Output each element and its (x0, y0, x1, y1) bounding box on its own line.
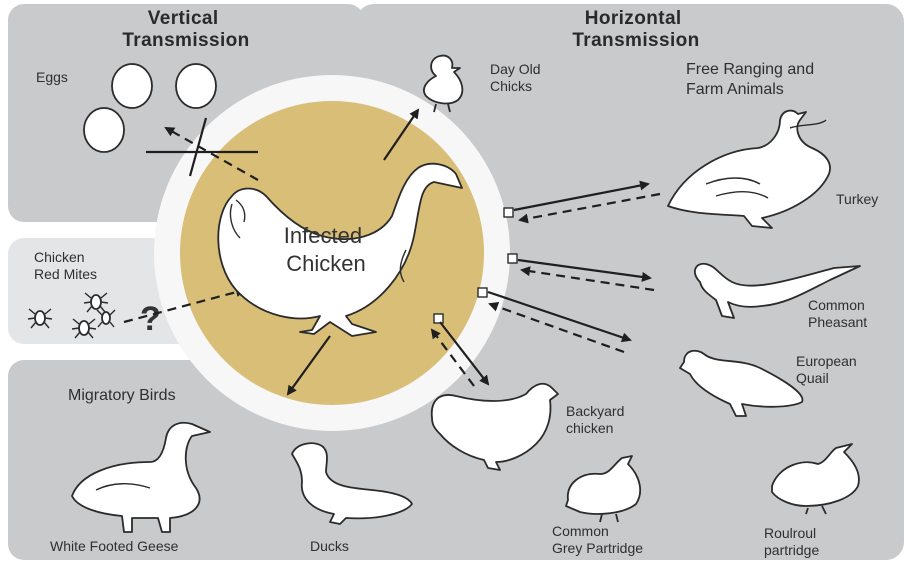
day-old-chicks-line1: Day Old (490, 61, 541, 77)
vertical-header-line2: Transmission (122, 30, 249, 51)
egg-icon (84, 108, 124, 152)
backyard-line2: chicken (566, 420, 613, 436)
day-old-chicks-line2: Chicks (490, 78, 532, 94)
horizontal-header: Horizontal Transmission (572, 8, 699, 51)
roulroul-line1: Roulroul (764, 525, 816, 541)
backyard-connector (434, 314, 443, 323)
center-label-line1: Infected (284, 223, 362, 248)
horizontal-header-line2: Transmission (572, 30, 699, 51)
roulroul-label: Roulroul partridge (764, 525, 820, 558)
unknown-question-mark: ? (140, 300, 161, 338)
quail-line2: Quail (796, 370, 829, 386)
partridge-line2: Grey Partridge (552, 540, 643, 556)
red-mites-label: Chicken Red Mites (34, 249, 97, 282)
pheasant-line2: Pheasant (808, 314, 867, 330)
red-mites-label-line1: Chicken (34, 249, 85, 265)
center-label-line2: Chicken (286, 251, 365, 276)
turkey-label: Turkey (836, 191, 878, 207)
roulroul-line2: partridge (764, 542, 819, 558)
turkey-connector (504, 208, 513, 217)
pheasant-line1: Common (808, 297, 865, 313)
horizontal-header-line1: Horizontal (585, 8, 682, 29)
egg-icon (112, 64, 152, 108)
eggs-label: Eggs (36, 69, 68, 85)
backyard-line1: Backyard (566, 403, 624, 419)
free-ranging-line2: Farm Animals (686, 81, 784, 98)
egg-icon (176, 64, 216, 108)
pheasant-label: Common Pheasant (808, 297, 869, 330)
free-ranging-line1: Free Ranging and (686, 61, 814, 78)
partridge-line1: Common (552, 523, 609, 539)
vertical-header-line1: Vertical (148, 8, 219, 29)
geese-label: White Footed Geese (50, 538, 179, 554)
quail-line1: European (796, 353, 857, 369)
ducks-label: Ducks (310, 538, 349, 554)
red-mites-label-line2: Red Mites (34, 266, 97, 282)
quail-connector (478, 288, 487, 297)
migratory-label: Migratory Birds (68, 387, 176, 404)
pheasant-connector (508, 254, 517, 263)
